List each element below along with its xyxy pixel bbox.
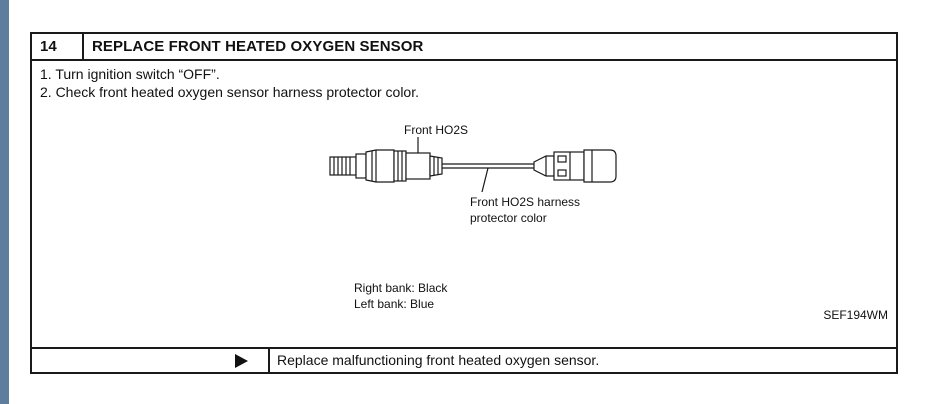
harness-label-line1: Front HO2S harness [470,195,581,209]
step-number: 14 [32,34,84,59]
step-title: REPLACE FRONT HEATED OXYGEN SENSOR [92,38,424,55]
instruction-list: 1. Turn ignition switch “OFF”. 2. Check … [40,65,419,101]
figure-code: SEF194WM [823,308,888,322]
arrow-cell [32,349,270,372]
bank-left-label: Left bank: Blue [354,297,435,311]
step-header: 14 REPLACE FRONT HEATED OXYGEN SENSOR [32,34,896,61]
instruction-item: 2. Check front heated oxygen sensor harn… [40,84,419,100]
oxygen-sensor-illustration [329,137,617,193]
action-text: Replace malfunctioning front heated oxyg… [277,352,600,368]
harness-label-line2: protector color [470,211,547,225]
play-triangle-icon [235,354,248,368]
sensor-label: Front HO2S [404,123,469,137]
sensor-diagram: Front HO2S Front HO2S harness protector … [32,34,896,344]
instruction-item: 1. Turn ignition switch “OFF”. [40,66,220,82]
left-edge-bar [0,0,9,404]
bank-right-label: Right bank: Black [354,281,448,295]
action-row: Replace malfunctioning front heated oxyg… [32,347,896,372]
step-box: 14 REPLACE FRONT HEATED OXYGEN SENSOR 1.… [30,32,898,374]
